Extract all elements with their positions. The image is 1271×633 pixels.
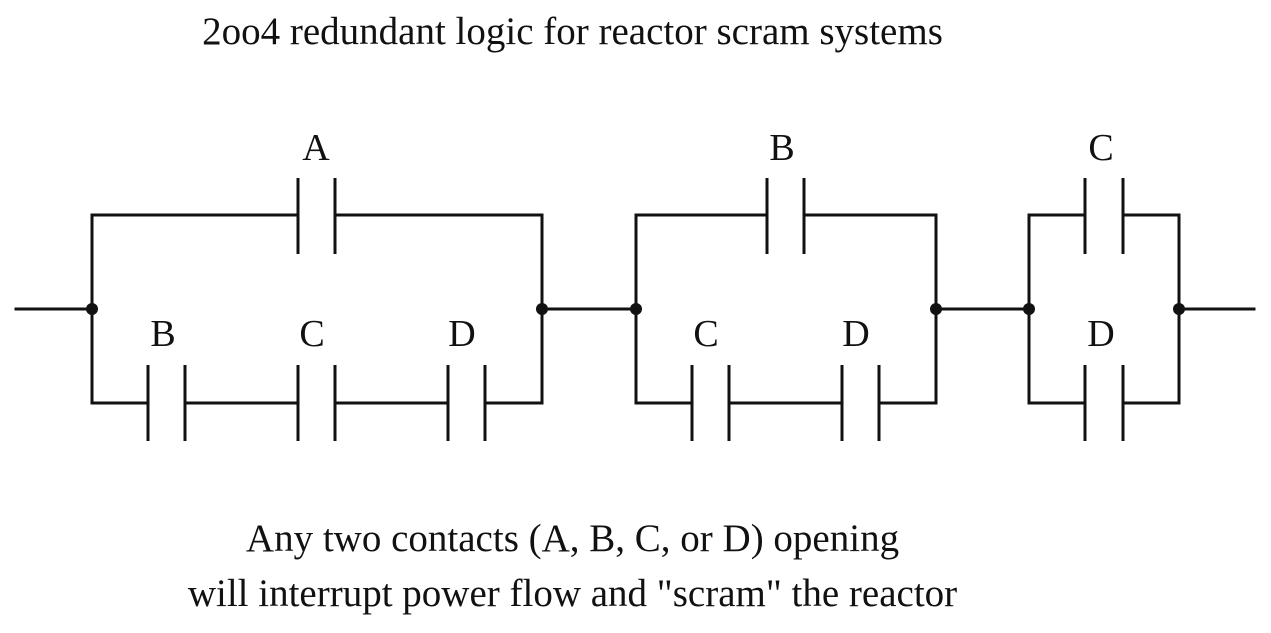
s2-right-rail [802,213,938,405]
contact-label: D [448,313,475,355]
s1-left-rail [90,213,300,405]
contact-label: B [150,313,175,355]
contact-d: D [446,313,487,441]
caption-line-2: will interrupt power flow and "scram" th… [187,572,958,615]
section-3: C D [1023,127,1185,441]
junction-dot [930,303,942,315]
section-1: A B C D [86,127,548,441]
junction-dot [86,303,98,315]
contact-a: A [296,127,337,254]
junction-dot [630,303,642,315]
s1-right-rail [333,213,544,405]
contact-c: C [690,313,731,441]
contact-label: C [1088,127,1113,169]
contact-label: A [302,127,330,169]
contact-label: D [842,313,869,355]
s3-left-rail [1027,213,1087,405]
contact-label: C [299,313,324,355]
contact-label: B [769,127,794,169]
s2-left-rail [634,213,769,405]
contact-b: B [765,127,806,254]
s3-right-rail [1121,213,1181,405]
contact-label: C [693,313,718,355]
contact-c: C [1083,127,1125,254]
contact-d: D [840,313,881,441]
junction-dot [1023,303,1035,315]
junction-dot [536,303,548,315]
contact-b: B [146,313,187,441]
section-2: B C D [630,127,942,441]
junction-dot [1173,303,1185,315]
diagram-title: 2oo4 redundant logic for reactor scram s… [202,10,943,53]
contact-d: D [1083,313,1125,441]
caption-line-1: Any two contacts (A, B, C, or D) opening [245,517,900,560]
contact-c: C [296,313,337,441]
contact-label: D [1087,313,1114,355]
